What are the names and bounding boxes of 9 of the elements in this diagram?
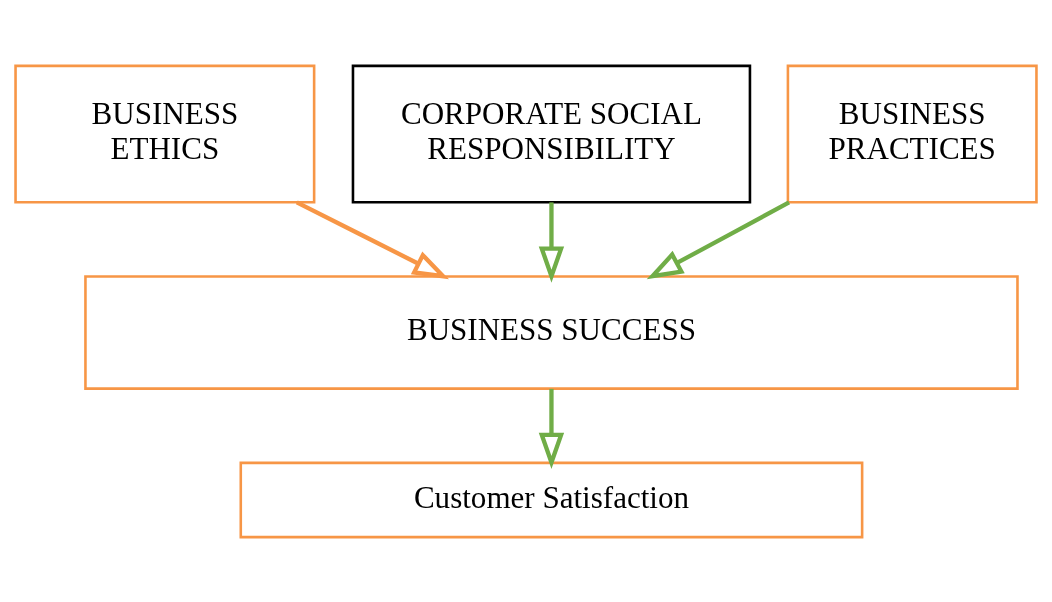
node-box: CORPORATE SOCIAL RESPONSIBILITY xyxy=(351,64,752,204)
arrow xyxy=(295,199,449,279)
arrow xyxy=(538,388,565,469)
node-box: BUSINESS PRACTICES xyxy=(786,64,1038,204)
node-box: BUSINESS ETHICS xyxy=(14,64,316,204)
node-box: Customer Satisfaction xyxy=(239,461,864,538)
arrow xyxy=(646,200,791,279)
arrow xyxy=(538,201,565,283)
node-box: BUSINESS SUCCESS xyxy=(84,274,1019,390)
